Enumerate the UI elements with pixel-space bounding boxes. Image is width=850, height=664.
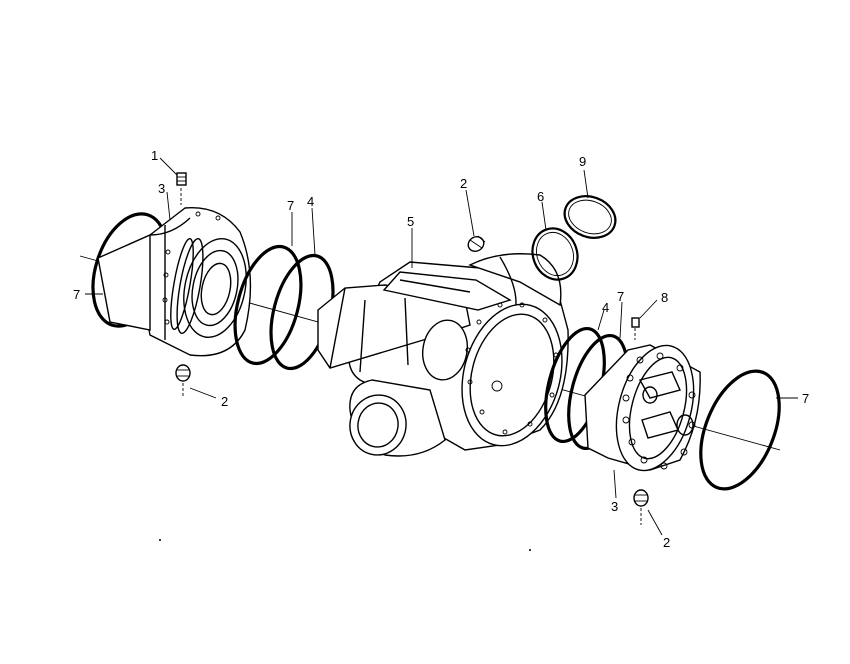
o-ring-7-right (699, 369, 781, 491)
callout-7-far-left: 7 (73, 287, 80, 302)
callout-1: 1 (151, 148, 158, 163)
callout-8: 8 (661, 290, 668, 305)
callout-7-left-middle: 7 (287, 198, 294, 213)
plug-2-left-bottom (175, 364, 191, 398)
screw-8 (631, 317, 640, 340)
right-hub-housing (584, 344, 701, 472)
callout-2-right-bottom: 2 (663, 535, 670, 550)
screw-1 (176, 172, 187, 205)
callout-2-top-center: 2 (460, 176, 467, 191)
snap-ring-9 (563, 195, 617, 239)
callout-7-right-middle: 7 (617, 289, 624, 304)
plug-2-top-center (467, 235, 486, 252)
plug-2-right-bottom (633, 489, 649, 525)
callout-7-far-right: 7 (802, 391, 809, 406)
callout-4-right: 4 (602, 300, 609, 315)
leader-lines (85, 157, 798, 536)
o-ring-7-left-middle (233, 244, 303, 366)
left-hub-housing (97, 207, 252, 357)
callout-9: 9 (579, 154, 586, 169)
axle-housing-5 (317, 253, 569, 457)
callout-5: 5 (407, 214, 414, 229)
callout-3-right: 3 (611, 499, 618, 514)
callout-6: 6 (537, 189, 544, 204)
callout-4-left-middle: 4 (307, 194, 314, 209)
callout-3-left: 3 (158, 181, 165, 196)
callout-2-left-bottom: 2 (221, 394, 228, 409)
